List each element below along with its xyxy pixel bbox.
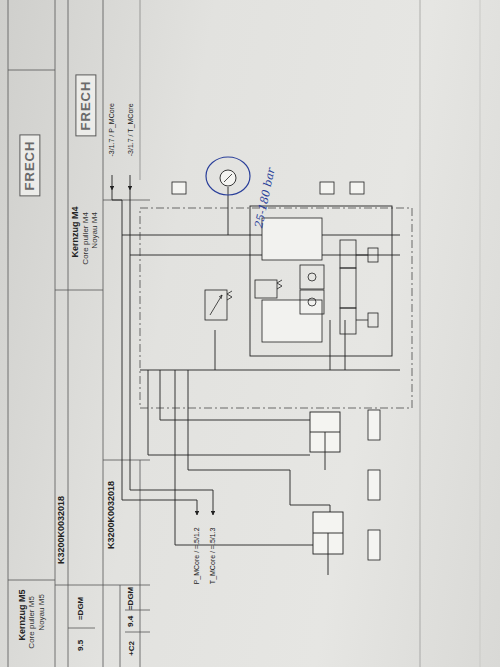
cylinder-line [188,370,330,512]
gauge-line [228,187,229,235]
port-arrow [130,175,131,190]
solenoid [368,248,378,262]
title-block-frame [8,0,420,667]
relief-valve [205,280,282,320]
tag-box [320,182,334,194]
valve-spring [277,280,282,289]
logo-box: FRECH [76,74,97,136]
check-ball [308,273,316,281]
valve-spool [340,268,356,308]
directional-valve-frame [250,206,392,356]
tank-line [130,190,213,515]
frame-line [8,70,55,71]
check-valve [300,265,324,289]
title-text: Kernzug M5 [17,589,27,640]
frame-line [55,585,150,586]
title-text: Noyau M5 [38,594,47,630]
piston-rod [325,432,326,470]
sheet-code: =DGM [78,596,87,619]
drawing-number: K3200K0032018 [107,481,117,549]
pilot-valve [255,280,277,298]
logo-text: FRECH [23,140,38,190]
gauge-needle [224,174,232,182]
tag-box [368,470,380,500]
sheet-code: =DGM [128,586,137,609]
valve-block-boundary [140,208,412,408]
title-text: Core puller M4 [82,212,91,264]
check-valves [300,265,324,314]
drawing-number: K3200K0032018 [57,496,67,564]
tag-box [368,530,380,560]
signal-name: T_MCore / =.5/1.3 [209,528,217,585]
frame-line [140,460,141,667]
frame-line [103,200,150,201]
cylinder-line [160,370,325,420]
logo-text: FRECH [79,80,94,130]
frame-line [8,580,55,581]
sheet-edge [480,0,481,667]
cylinder-line [148,370,310,455]
valve-spool [340,240,356,268]
relief-arrow [210,295,222,315]
title-text: Noyau M4 [91,212,100,248]
pressure-gauge [206,157,250,195]
title-text: Core puller M5 [28,596,37,648]
device-tags [172,182,380,560]
relief-valve-body [205,290,227,320]
electric-tag-box [262,218,322,260]
solenoid [368,313,378,327]
frame-line [68,0,69,667]
frame-line [420,0,421,667]
tag-box [172,182,186,194]
port-arrow [112,175,113,190]
block-line [140,370,400,371]
frame-line [140,0,141,180]
signal-name: -3/1.7 / P_MCore [108,103,116,156]
sheet-code: +C2 [128,641,137,656]
directional-valve [262,218,378,342]
logo-box: FRECH [20,134,41,196]
tag-box [350,182,364,194]
title-text: Kernzug M4 [71,206,81,257]
frame-line [68,628,95,629]
gauge-dial [220,170,236,186]
sheet-number: 9.5 [78,639,87,650]
frame-line [125,632,150,633]
tag-box [368,410,380,440]
cylinder-line [175,370,313,545]
handwritten-circle [206,157,250,195]
check-ball [308,298,316,306]
pressure-branch [122,235,400,236]
pressure-line [112,190,197,515]
signal-name: P_MCore / =.5/1.2 [193,527,201,584]
valve-spool [340,308,356,334]
frame-line [103,460,150,461]
frame-line [8,0,9,667]
signal-name: -3/1.7 / T_MCore [126,104,134,157]
frame-line [55,0,56,667]
frame-line [55,290,103,291]
piston-rod [328,533,329,575]
electric-tag-box [262,300,322,342]
hydraulic-lines [112,175,400,545]
check-valve [300,290,324,314]
frame-line [103,0,104,667]
frame-line [120,585,121,667]
cylinders [310,412,343,575]
solenoid-link [356,255,368,320]
sheet-number: 9.4 [128,615,137,626]
relief-spring [227,291,232,300]
